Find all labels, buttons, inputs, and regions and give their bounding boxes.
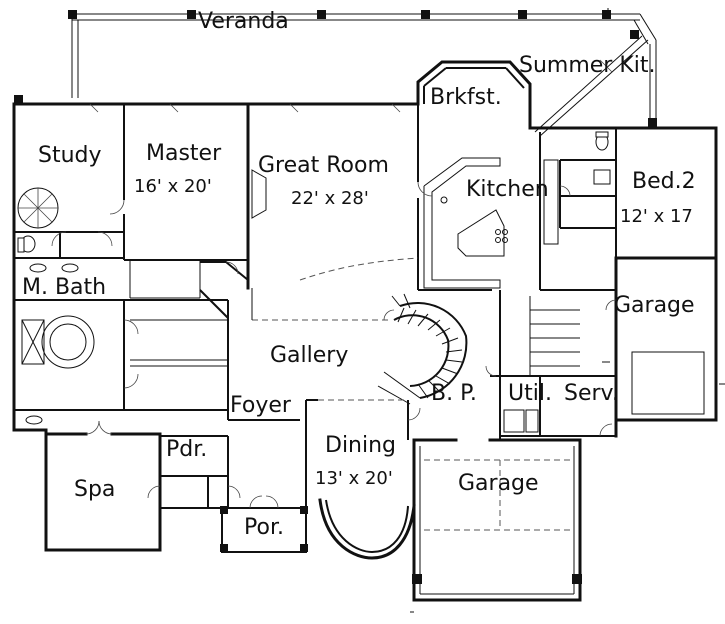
label-great-room-size: 22' x 28' xyxy=(291,188,369,209)
label-bp: B. P. xyxy=(431,381,477,406)
label-veranda: Veranda xyxy=(198,9,289,34)
label-master-bath: M. Bath xyxy=(22,275,106,300)
label-foyer: Foyer xyxy=(230,393,292,418)
label-master-size: 16' x 20' xyxy=(134,176,212,197)
label-gallery: Gallery xyxy=(270,343,348,368)
label-utility: Util. xyxy=(508,381,552,406)
label-summer-kitchen: Summer Kit. xyxy=(519,53,656,78)
label-great-room: Great Room xyxy=(258,153,389,178)
stair-symbol xyxy=(377,293,468,405)
label-master: Master xyxy=(146,141,222,166)
door-swings xyxy=(51,103,617,509)
room-labels: Veranda Summer Kit. Brkfst. Study Master… xyxy=(22,9,696,540)
label-breakfast: Brkfst. xyxy=(430,85,502,110)
label-powder: Pdr. xyxy=(166,437,207,462)
veranda-area xyxy=(14,10,657,137)
label-kitchen: Kitchen xyxy=(466,177,549,202)
label-study: Study xyxy=(38,143,102,168)
exterior-markers xyxy=(410,8,725,613)
interior-walls xyxy=(14,104,705,560)
label-garage-side: Garage xyxy=(614,293,695,318)
label-dining: Dining xyxy=(325,433,396,458)
label-dining-size: 13' x 20' xyxy=(315,468,393,489)
label-porch: Por. xyxy=(244,515,284,540)
label-garage-main: Garage xyxy=(458,471,539,496)
label-bed2-size: 12' x 17 xyxy=(620,206,693,227)
label-bed2: Bed.2 xyxy=(632,169,696,194)
label-spa: Spa xyxy=(74,477,115,502)
exterior-walls xyxy=(12,60,718,602)
label-service: Serv. xyxy=(564,381,619,406)
